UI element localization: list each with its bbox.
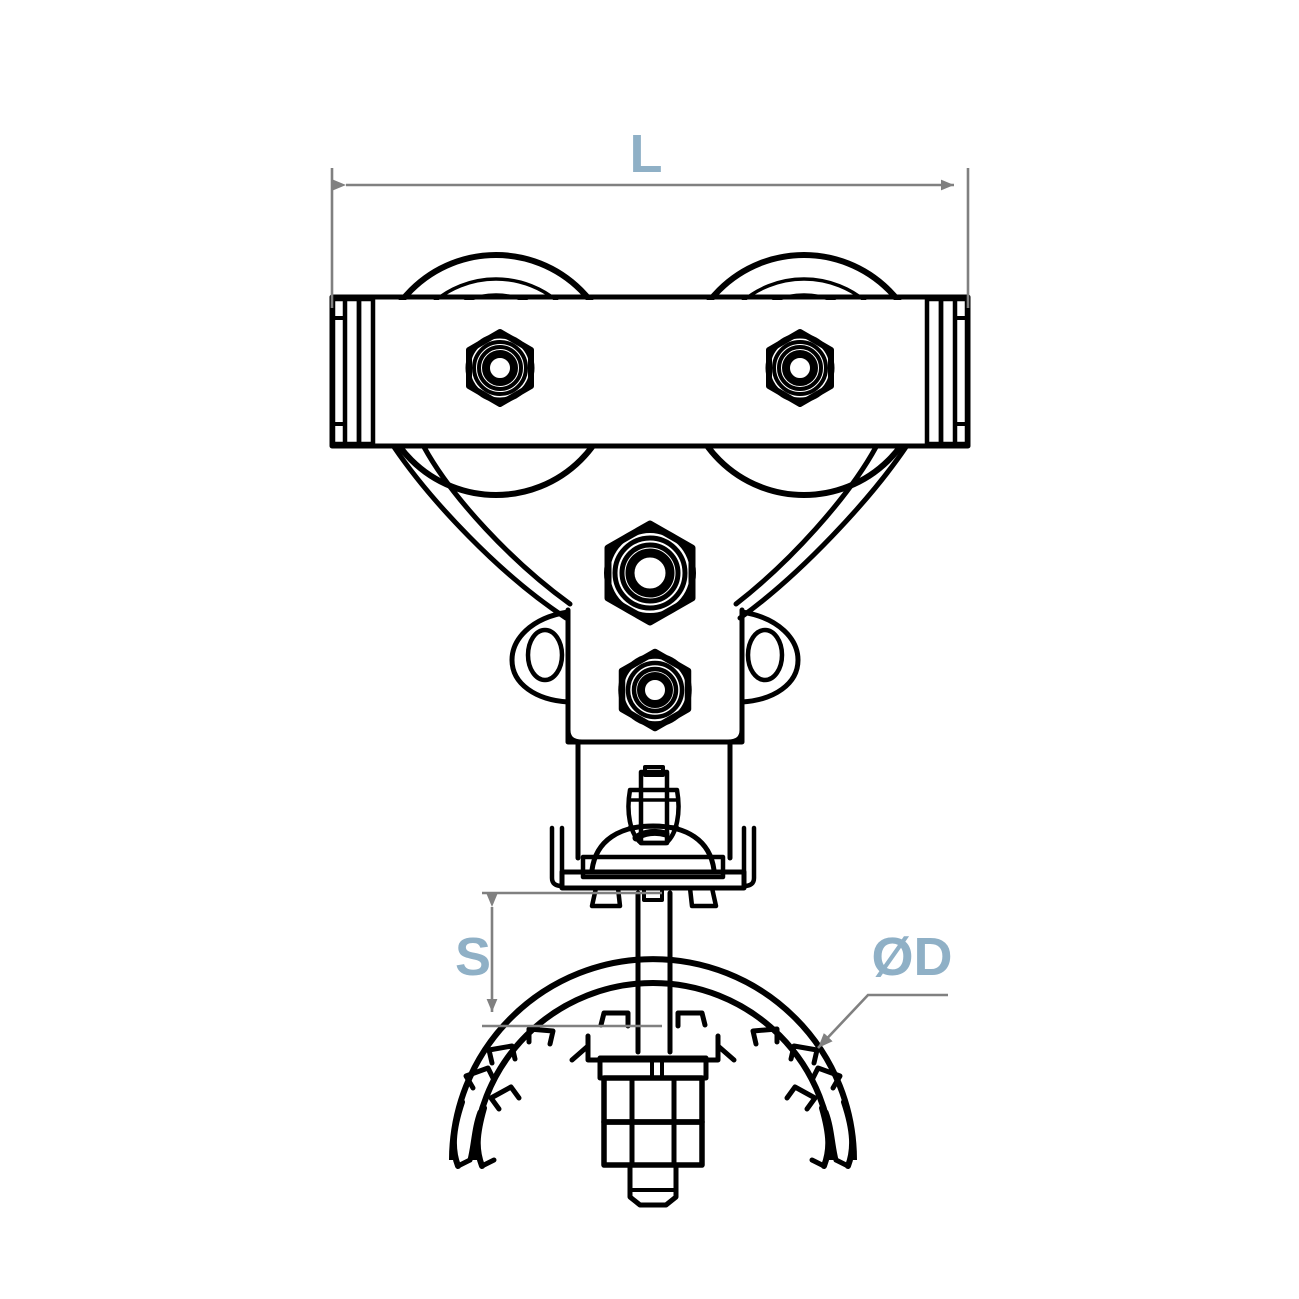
- dimension-labels: L S ØD: [455, 124, 953, 987]
- threaded-rod: [635, 890, 673, 1055]
- pipe-clamp-band-ends: [450, 1099, 856, 1169]
- dimension-S: [482, 891, 662, 1028]
- axle-nut-right: [765, 329, 835, 407]
- part-geometry: [329, 252, 971, 1208]
- pipe-clamp-teeth: [463, 1010, 843, 1112]
- beam-end-cap-right: [924, 296, 970, 447]
- swivel-dome-washer: [589, 823, 717, 873]
- trolley-wheel-left-lower: [394, 445, 598, 498]
- dimension-layer: [330, 168, 970, 1049]
- dimension-L: [330, 168, 970, 308]
- dimension-label-S: S: [455, 927, 491, 987]
- bracket-ear-right: [739, 609, 801, 705]
- trolley-beam: [329, 294, 971, 449]
- axle-nut-left: [465, 329, 535, 407]
- lower-bracket-bolt: [618, 648, 692, 732]
- bracket-ear-left: [509, 609, 571, 705]
- upper-bracket-bolt: [604, 520, 696, 626]
- trolley-wheel-right-lower: [702, 445, 906, 498]
- clamp-hex-nut-stack: [597, 1055, 709, 1208]
- yoke-bracket: [391, 444, 909, 861]
- dimension-label-OD: ØD: [872, 927, 953, 987]
- connector-plate: [549, 825, 757, 909]
- dimension-OD: [817, 993, 948, 1049]
- beam-end-cap-left: [330, 296, 376, 447]
- dim-OD-leader: [817, 993, 948, 1049]
- dimension-label-L: L: [630, 124, 663, 184]
